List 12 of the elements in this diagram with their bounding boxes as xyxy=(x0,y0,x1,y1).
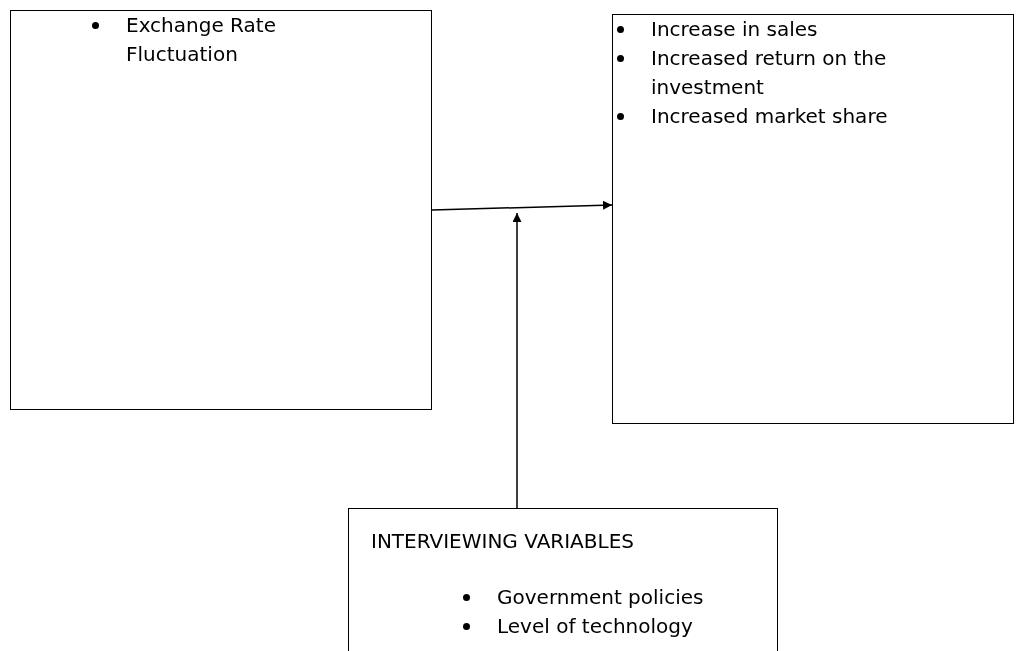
box-heading: INTERVIEWING VARIABLES xyxy=(371,528,634,555)
bullet-item: Level of technology xyxy=(497,614,693,638)
text-box xyxy=(612,14,1014,424)
text-box xyxy=(348,508,778,651)
bullet-item: Increased return on the investment xyxy=(651,46,887,99)
bullet-item: Government policies xyxy=(497,585,704,609)
bullet-item: Exchange Rate Fluctuation xyxy=(126,13,276,66)
arrow xyxy=(512,212,522,509)
bullet-item: Increase in sales xyxy=(651,17,818,41)
arrow xyxy=(431,200,613,211)
bullet-item: Increased market share xyxy=(651,104,888,128)
text-box xyxy=(10,10,432,410)
